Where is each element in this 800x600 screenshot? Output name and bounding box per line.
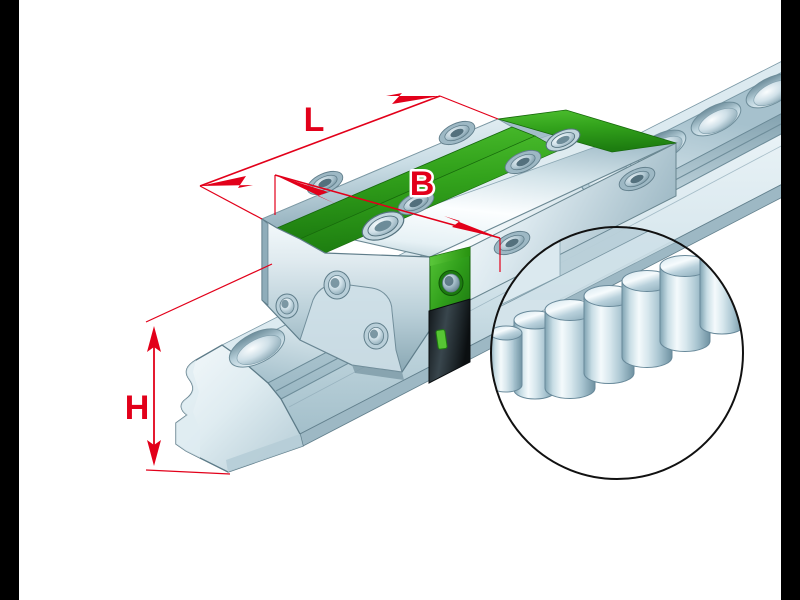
carriage-left-edge (261, 218, 269, 306)
carriage-hole (397, 190, 435, 216)
dimension-B: B (274, 163, 501, 272)
roller (659, 255, 711, 352)
carriage-hole (438, 120, 476, 146)
rail-end-face (175, 344, 304, 473)
dimension-L-arrow-left (200, 176, 253, 188)
dimension-B-arrow-left (275, 175, 336, 204)
dimension-H-witness-bottom (145, 469, 231, 475)
rail-hole (690, 101, 742, 137)
rail-hole (228, 328, 286, 368)
dimension-B-arrow-right (444, 216, 500, 238)
carriage-bottom-shadow (352, 365, 404, 380)
dimension-L: L (199, 93, 499, 220)
letterbox-right (781, 0, 800, 600)
roller-row (491, 246, 743, 400)
carriage-rail-cutout (299, 283, 403, 373)
dimension-L-ext-right (439, 95, 499, 120)
dimension-L-line (199, 95, 441, 187)
dimension-H: H (122, 263, 273, 475)
dimension-H-label: H (125, 389, 150, 427)
dimension-L-arrow-right (386, 93, 440, 104)
roller-carriage (260, 109, 678, 384)
lubrication-port (438, 270, 464, 296)
dimension-B-label: B (410, 165, 435, 203)
carriage-center-bore (361, 211, 405, 241)
carriage-hole (618, 166, 656, 192)
carriage-center-bore-far (545, 128, 581, 152)
letterbox-left (0, 0, 19, 600)
dimension-H-witness-top (145, 263, 273, 323)
front-face-bore-left (275, 293, 299, 319)
dimension-H-arrow-top (147, 326, 161, 352)
carriage-wiper-plate (428, 298, 471, 384)
roller (491, 325, 523, 393)
dimension-L-ext-left (199, 185, 263, 220)
dimension-annotations: L B (122, 93, 501, 475)
front-face-bore-upper (323, 270, 351, 300)
roller (544, 299, 596, 399)
detail-circle-outline (490, 226, 744, 480)
carriage-end-cap-top-highlight (430, 247, 470, 266)
carriage-hole (504, 149, 542, 175)
indicator-window (435, 329, 448, 350)
dimension-L-label: L (304, 101, 325, 139)
dimension-H-arrow-bottom (147, 440, 161, 466)
front-face-bore-lower (363, 322, 389, 350)
